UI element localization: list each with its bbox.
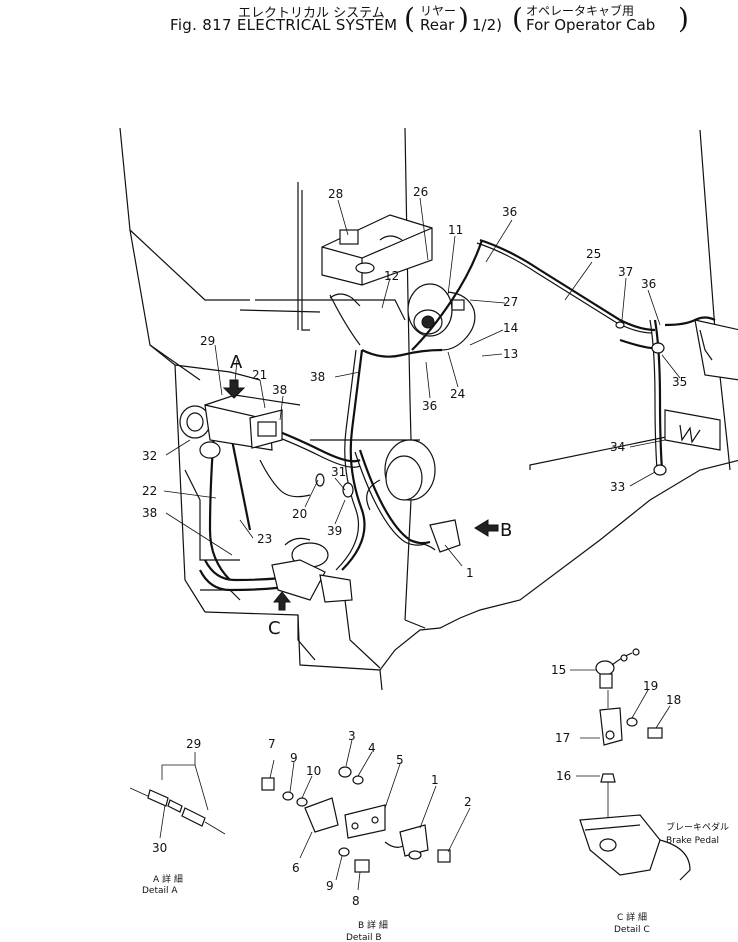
detail-b-callout-7: 7 [268,737,276,751]
view-letter-a: A [230,352,243,373]
detail-b-callout-6: 6 [292,861,300,875]
detail-b-callout-2: 2 [464,795,472,809]
callout-38-center: 38 [310,370,325,384]
title-rear: Rear [420,16,455,34]
title-cab: For Operator Cab [526,16,656,34]
main-callouts: 28 26 11 36 25 37 36 12 27 14 13 38 24 3… [142,185,687,639]
callout-25: 25 [586,247,601,261]
detail-a: 29 30 A 詳 細 Detail A [129,737,226,896]
brake-switch-area [271,537,353,603]
callout-14: 14 [503,321,518,335]
callout-21: 21 [252,368,267,382]
callout-1-main: 1 [466,566,474,580]
callout-37: 37 [618,265,633,279]
paren-open: ( [404,2,415,35]
view-arrow-c [272,591,292,611]
detail-b-callout-9-bottom: 9 [326,879,334,893]
callout-34: 34 [610,440,625,454]
detail-a-caption-jp: A 詳 細 [153,873,183,885]
detail-c-callout-16: 16 [556,769,571,783]
callout-33: 33 [610,480,625,494]
detail-c-callout-17: 17 [555,731,570,745]
callout-38-left: 38 [272,383,287,397]
cab-body-outline [119,127,738,691]
detail-a-callout-29: 29 [186,737,201,751]
view-letter-b: B [500,520,512,541]
callout-26: 26 [413,185,428,199]
callout-36-right: 36 [641,277,656,291]
callout-29: 29 [200,334,215,348]
paren-close-2: ) [678,2,689,35]
detail-c: 15 17 16 19 18 ブレーキペダル Brake Pedal C 詳 細… [551,648,729,935]
switch-cluster [179,394,301,459]
callout-31: 31 [331,465,346,479]
paren-close: ) [458,2,469,35]
detail-b-callout-9-top: 9 [290,751,298,765]
detail-b-callout-8: 8 [352,894,360,908]
callout-28: 28 [328,187,343,201]
leader-lines [163,197,681,567]
detail-c-callout-18: 18 [666,693,681,707]
paren-open-2: ( [512,2,523,35]
title-cab-japanese: オペレータキャブ用 [526,4,635,18]
callout-11: 11 [448,223,463,237]
figure-title: Fig. 817 ELECTRICAL SYSTEM [170,16,398,34]
callout-35: 35 [672,375,687,389]
blower-motor [315,439,436,511]
detail-b: 7 9 10 3 4 5 1 2 6 9 8 B 詳 細 Detail B [261,729,472,942]
callout-20: 20 [292,507,307,521]
callout-27: 27 [503,295,518,309]
detail-c-caption-jp: C 詳 細 [617,911,647,923]
horn-assembly [407,283,476,351]
detail-b-callout-10: 10 [306,764,321,778]
right-connectors [615,319,738,476]
detail-a-callout-30: 30 [152,841,167,855]
detail-c-callout-15: 15 [551,663,566,677]
detail-b-caption: Detail B [346,933,382,942]
brake-pedal-label-jp: ブレーキペダル [666,821,729,833]
callout-13: 13 [503,347,518,361]
brake-pedal-label: Brake Pedal [666,836,719,846]
detail-b-callout-5: 5 [396,753,404,767]
title-japanese: エレクトリカル システム [238,6,385,21]
view-letter-c: C [268,618,281,639]
washer-tank [321,214,433,307]
detail-a-caption: Detail A [142,886,178,896]
detail-c-caption: Detail C [614,925,650,935]
view-arrow-b [474,519,499,537]
callout-39: 39 [327,524,342,538]
callout-36-top: 36 [502,205,517,219]
detail-b-callout-1: 1 [431,773,439,787]
title-rear-japanese: リヤー [420,4,457,18]
callout-12: 12 [384,269,399,283]
switch-b-area [409,519,461,553]
callout-24: 24 [450,387,465,401]
callout-22: 22 [142,484,157,498]
detail-b-callout-4: 4 [368,741,376,755]
callout-38-bottom: 38 [142,506,157,520]
page-indicator: 1/2) [472,16,502,34]
callout-32: 32 [142,449,157,463]
detail-b-callout-3: 3 [348,729,356,743]
callout-23: 23 [257,532,272,546]
detail-b-caption-jp: B 詳 細 [358,919,388,931]
detail-c-callout-19: 19 [643,679,658,693]
view-arrow-a [222,379,246,399]
callout-36-center: 36 [422,399,437,413]
